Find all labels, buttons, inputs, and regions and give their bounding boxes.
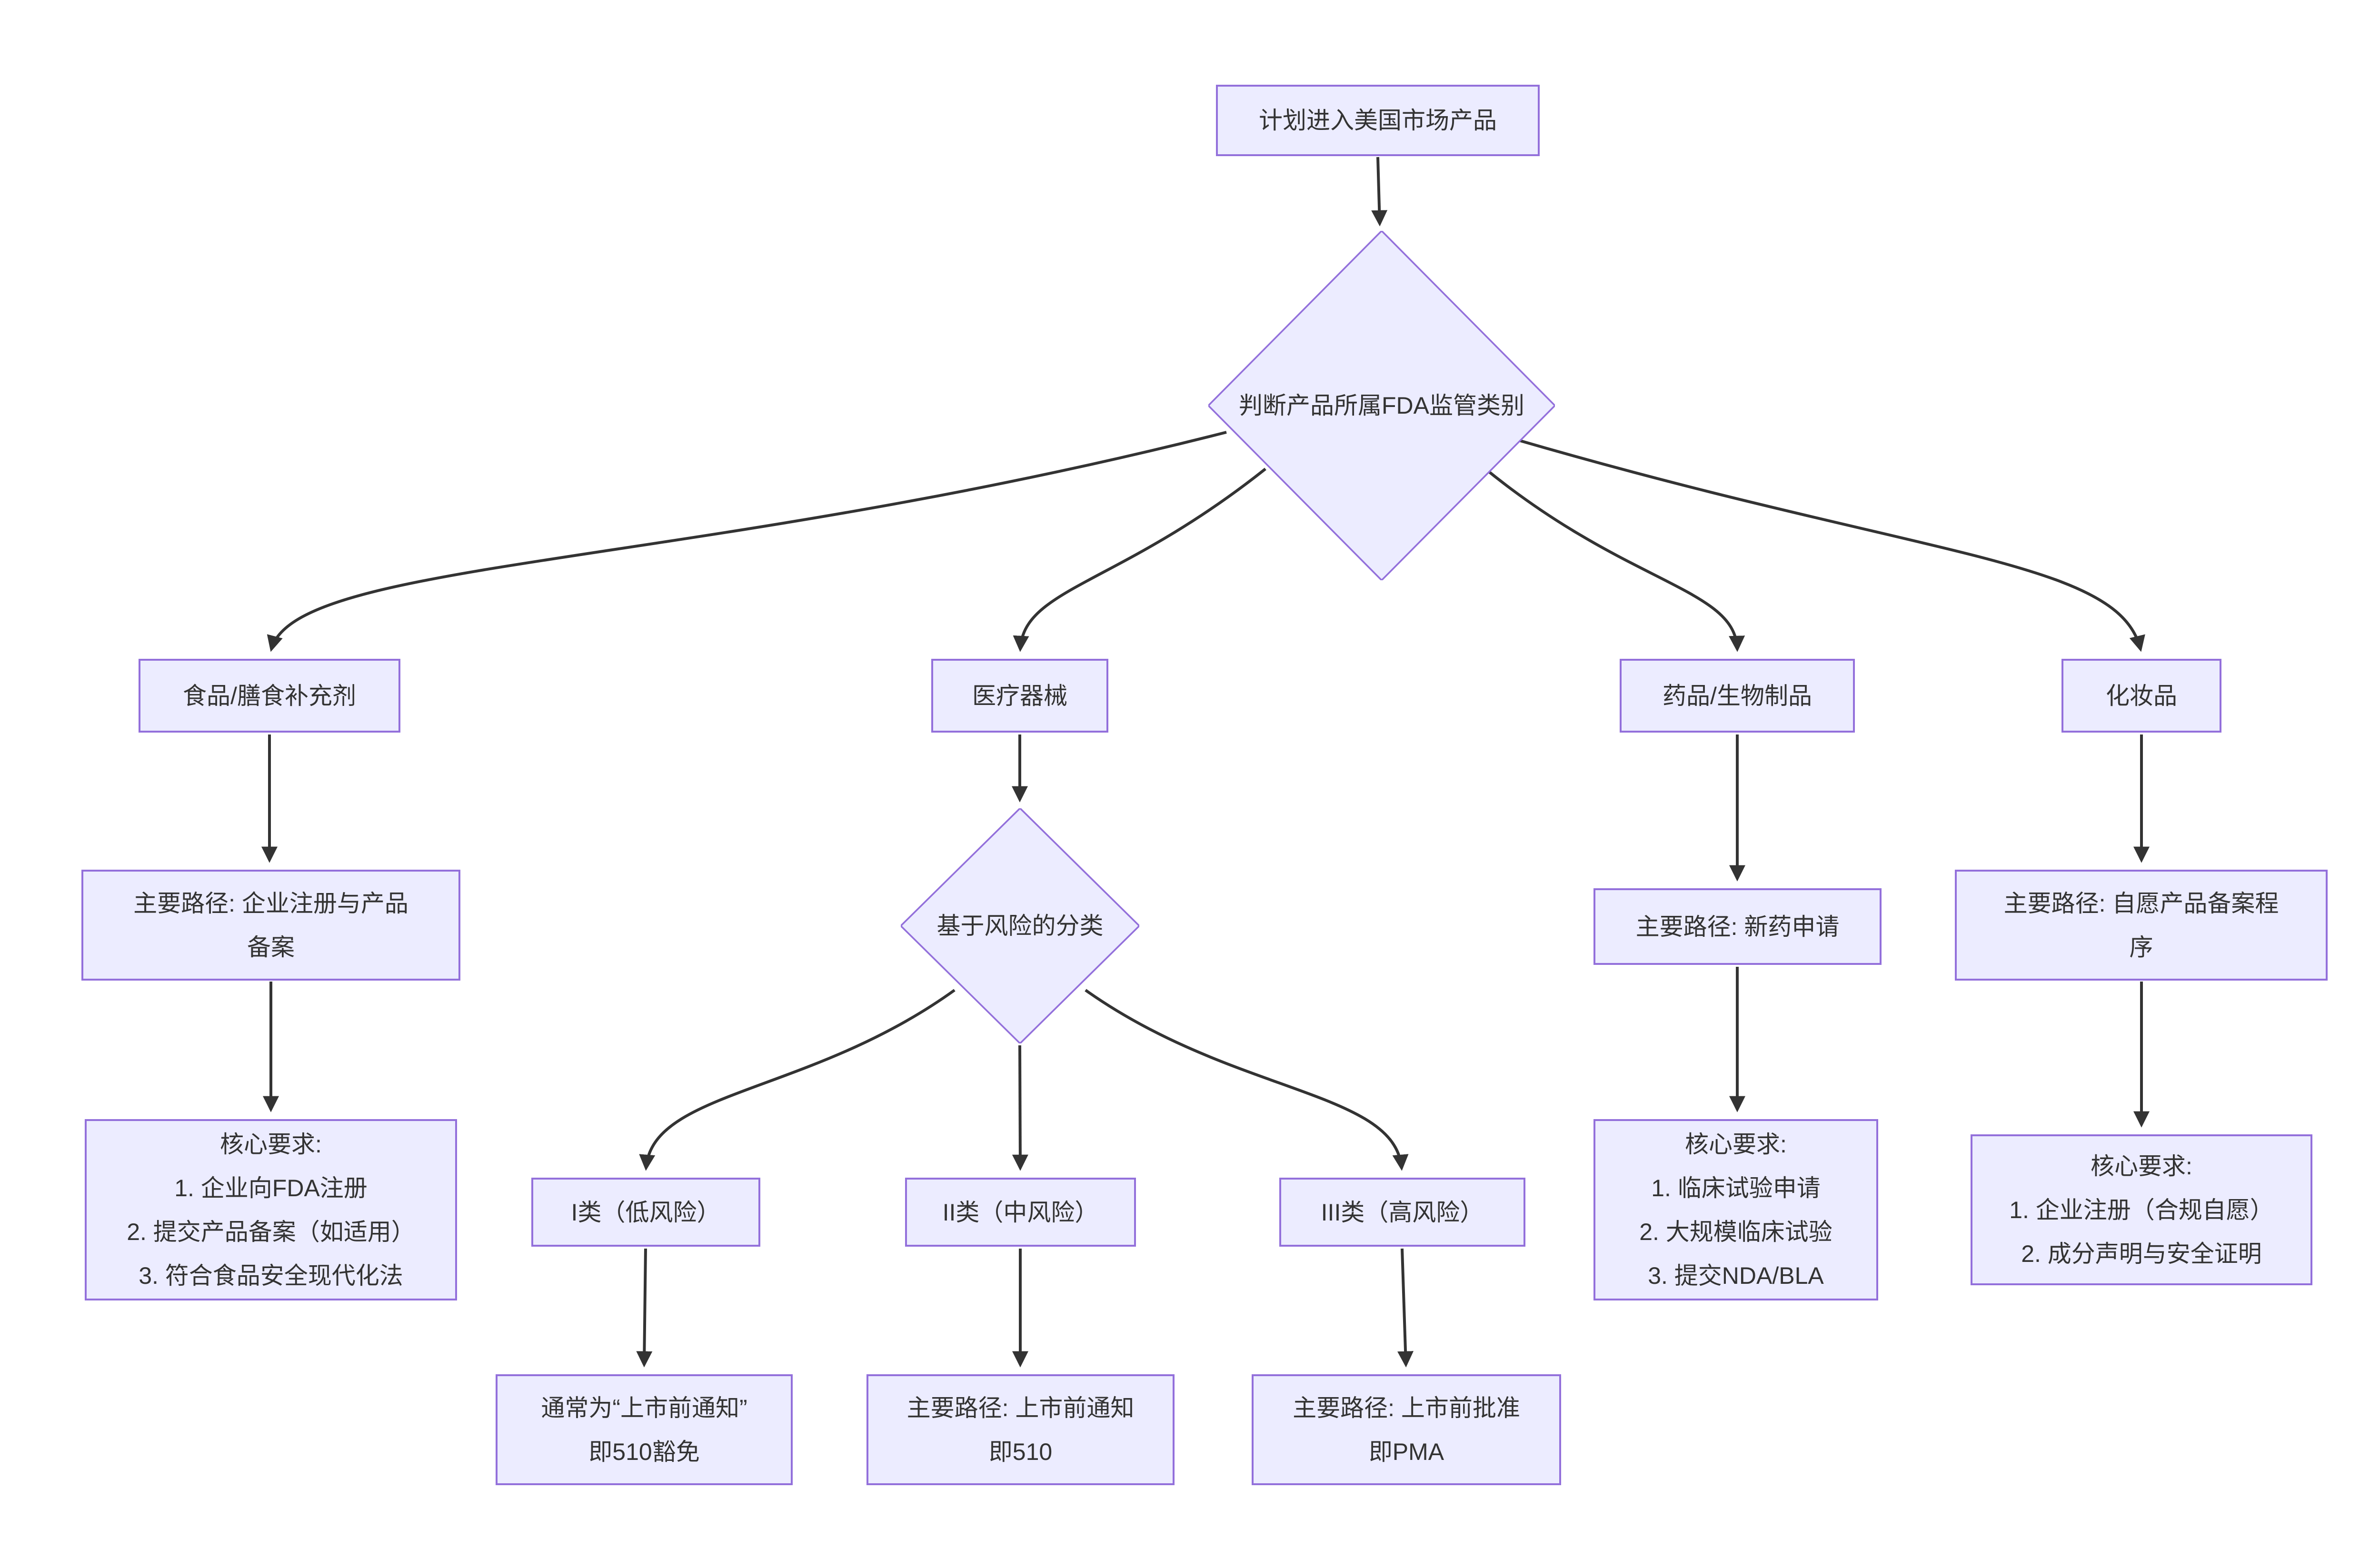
node-notify510: 主要路径: 上市前通知 即510 bbox=[866, 1374, 1175, 1485]
node-cosmetic-path: 主要路径: 自愿产品备案程 序 bbox=[1955, 870, 2328, 981]
node-pma: 主要路径: 上市前批准 即PMA bbox=[1252, 1374, 1561, 1485]
node-fda-category: 判断产品所属FDA监管类别 bbox=[1208, 231, 1555, 580]
edge-class1-to-exempt510 bbox=[636, 1248, 653, 1368]
diamond-shape bbox=[901, 808, 1139, 1043]
node-cosmetic-req: 核心要求: 1. 企业注册（合规自愿） 2. 成分声明与安全证明 bbox=[1971, 1134, 2312, 1285]
node-food-req: 核心要求: 1. 企业向FDA注册 2. 提交产品备案（如适用） 3. 符合食品… bbox=[85, 1119, 457, 1300]
edge-fda-category-to-device bbox=[1013, 467, 1266, 652]
node-drug: 药品/生物制品 bbox=[1620, 659, 1855, 733]
node-class3: III类（高风险） bbox=[1279, 1178, 1525, 1247]
edge-fda-category-to-cosmetic bbox=[1518, 439, 2145, 652]
node-exempt510: 通常为“上市前通知” 即510豁免 bbox=[496, 1374, 793, 1485]
node-start: 计划进入美国市场产品 bbox=[1216, 85, 1540, 156]
node-drug-req: 核心要求: 1. 临床试验申请 2. 大规模临床试验 3. 提交NDA/BLA bbox=[1593, 1119, 1878, 1300]
node-class2: II类（中风险） bbox=[905, 1178, 1136, 1247]
edge-class3-to-pma bbox=[1397, 1248, 1414, 1368]
node-cosmetic: 化妆品 bbox=[2061, 659, 2221, 733]
node-food-path: 主要路径: 企业注册与产品 备案 bbox=[81, 870, 460, 981]
node-device: 医疗器械 bbox=[931, 659, 1108, 733]
node-risk-class: 基于风险的分类 bbox=[901, 808, 1139, 1043]
node-class1: I类（低风险） bbox=[531, 1178, 760, 1247]
edge-start-to-fda-category bbox=[1371, 157, 1388, 227]
diamond-shape bbox=[1208, 231, 1555, 580]
node-food: 食品/膳食补充剂 bbox=[139, 659, 400, 733]
edge-risk-class-to-class3 bbox=[1085, 989, 1409, 1171]
edge-fda-category-to-drug bbox=[1484, 467, 1745, 652]
edge-risk-class-to-class1 bbox=[639, 989, 956, 1171]
edge-fda-category-to-food bbox=[267, 431, 1227, 652]
node-drug-path: 主要路径: 新药申请 bbox=[1593, 888, 1882, 965]
